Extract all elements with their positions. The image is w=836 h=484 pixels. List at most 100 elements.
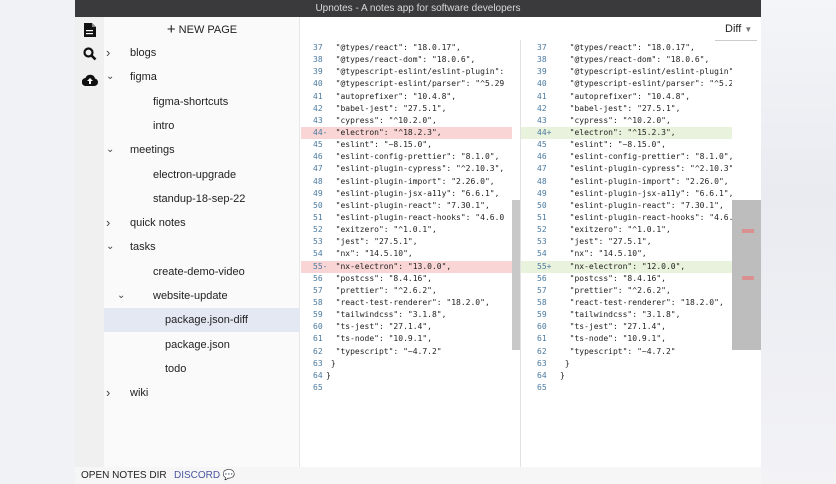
line-number: 45 [537,140,547,150]
tree-item-label: electron-upgrade [153,168,237,181]
right-pane-scrollbar[interactable] [732,200,761,350]
line-number: 65 [313,382,323,392]
line-code: } [326,358,336,368]
tree-item[interactable]: figma-shortcuts [104,90,300,114]
diff-line: 43 "cypress": "^10.2.0", [301,115,512,127]
diff-line: 56 "postcss": "8.4.16", [301,273,512,285]
tree-item-label: intro [153,119,175,132]
diff-line: 60 "ts-jest": "27.1.4", [301,321,512,333]
tree-item[interactable]: ⌄ website-update [104,284,300,308]
line-number: 61 [313,334,323,344]
diff-left-pane: 37 "@types/react": "18.0.17",38 "@types/… [301,40,512,467]
pane-divider [520,40,521,467]
line-number: 39 [313,67,323,77]
line-code: "babel-jest": "27.5.1", [560,103,681,113]
line-code: "tailwindcss": "3.1.8", [326,310,447,320]
line-code: "eslint-plugin-jsx-a11y": "6.6.1", [326,188,500,198]
line-code: "jest": "27.5.1", [560,237,652,247]
line-code: "autoprefixer": "10.4.8", [326,91,457,101]
line-code: "@typescript-eslint/parser": "^5.29 [560,79,732,89]
line-code: "postcss": "8.4.16", [560,273,666,283]
diff-line: 48 "eslint-plugin-import": "2.26.0", [521,176,732,188]
chevron-down-icon[interactable]: ⌄ [117,290,126,301]
tree-item[interactable]: ⌄figma [104,65,300,89]
line-number: 48 [313,176,323,186]
tree-item-label: standup-18-sep-22 [153,192,246,205]
diff-line: 56 "postcss": "8.4.16", [521,273,732,285]
tree-item[interactable]: standup-18-sep-22 [104,187,300,211]
tree-item-label: website-update [153,290,228,302]
desktop-background-right [760,0,836,484]
new-page-button[interactable]: + NEW PAGE [104,21,300,38]
diff-line: 39 "@typescript-eslint/eslint-plugin": [521,66,732,78]
diff-line: 46 "eslint-config-prettier": "8.1.0", [301,151,512,163]
line-number: 51 [537,212,547,222]
discord-link[interactable]: DISCORD 💬 [174,467,235,484]
diff-line: 53 "jest": "27.5.1", [301,236,512,248]
diff-line: 60 "ts-jest": "27.1.4", [521,321,732,333]
diff-line: 40 "@typescript-eslint/parser": "^5.29 [301,78,512,90]
chevron-down-icon[interactable]: ⌄ [106,71,115,83]
diff-line: 57 "prettier": "^2.6.2", [301,285,512,297]
view-mode-select[interactable]: Diff▼ [725,23,752,35]
tree-item-label: figma-shortcuts [153,95,229,108]
line-code: "eslint-plugin-cypress": "^2.10.3", [326,164,505,174]
diff-line: 65 [521,382,732,394]
line-number: 64 [537,370,547,380]
line-number: 61 [537,334,547,344]
line-code: "cypress": "^10.2.0", [326,115,437,125]
chevron-right-icon[interactable]: › [106,385,111,401]
document-icon[interactable] [82,23,98,39]
chevron-down-icon[interactable]: ⌄ [106,241,115,253]
diff-line: 39 "@typescript-eslint/eslint-plugin": [301,66,512,78]
line-number: 58 [313,297,323,307]
chevron-right-icon[interactable]: › [106,215,111,231]
chevron-right-icon[interactable]: › [106,45,111,60]
tree-item[interactable]: ›blogs [104,41,300,65]
tree-item[interactable]: todo [104,357,300,381]
diff-line: 61 "ts-node": "10.9.1", [301,333,512,345]
diff-line-added: 55+ "nx-electron": "12.0.0", [521,260,732,273]
line-code: "ts-node": "10.9.1", [560,334,666,344]
window-title: Upnotes - A notes app for software devel… [75,0,761,17]
tree-item[interactable]: › wiki [104,381,300,405]
tree-item-label: package.json-diff [165,314,248,327]
line-code: "@types/react-dom": "18.0.6", [560,55,710,65]
tree-item-label: wiki [130,387,149,400]
notes-tree: + NEW PAGE ›blogs⌄figma figma-shortcuts in… [104,17,300,467]
tree-item[interactable]: ›quick notes [104,211,300,235]
line-number: 57 [537,285,547,295]
left-pane-scrollbar[interactable] [512,200,520,350]
cloud-upload-icon[interactable] [81,73,98,89]
line-code: "postcss": "8.4.16", [326,273,432,283]
line-code: "prettier": "^2.6.2", [560,285,671,295]
line-code: "exitzero": "^1.0.1", [326,225,437,235]
tree-item[interactable]: intro [104,114,300,138]
line-number: 51 [313,212,323,222]
line-number: 65 [537,382,547,392]
search-icon[interactable] [82,47,98,63]
line-code: "eslint-plugin-react-hooks": "4.6.0 [326,212,505,222]
app-window: + NEW PAGE ›blogs⌄figma figma-shortcuts in… [75,17,761,467]
tree-item[interactable]: package.json [104,333,300,357]
line-number: 55+ [537,261,552,271]
diff-line: 41 "autoprefixer": "10.4.8", [521,91,732,103]
line-code: "eslint-plugin-react": "7.30.1", [326,200,490,210]
diff-line: 58 "react-test-renderer": "18.2.0", [301,297,512,309]
tree-item[interactable]: ⌄meetings [104,138,300,162]
tree-item[interactable]: package.json-diff [104,308,300,333]
tree-item[interactable]: ⌄tasks [104,235,300,259]
line-code: "eslint-plugin-import": "2.26.0", [560,176,729,186]
tree-item[interactable]: create-demo-video [104,260,300,284]
line-code: "cypress": "^10.2.0", [560,115,671,125]
chevron-down-icon[interactable]: ⌄ [106,144,115,156]
line-code: "eslint-config-prettier": "8.1.0", [560,152,732,162]
diff-line: 38 "@types/react-dom": "18.0.6", [521,54,732,66]
line-code: "babel-jest": "27.5.1", [326,103,447,113]
line-number: 46 [313,152,323,162]
tree-item[interactable]: electron-upgrade [104,163,300,187]
open-notes-dir-button[interactable]: OPEN NOTES DIR [81,470,167,481]
icon-bar [75,17,104,467]
diff-line: 62 "typescript": "~4.7.2" [521,346,732,358]
diff-line: 64} [521,370,732,382]
